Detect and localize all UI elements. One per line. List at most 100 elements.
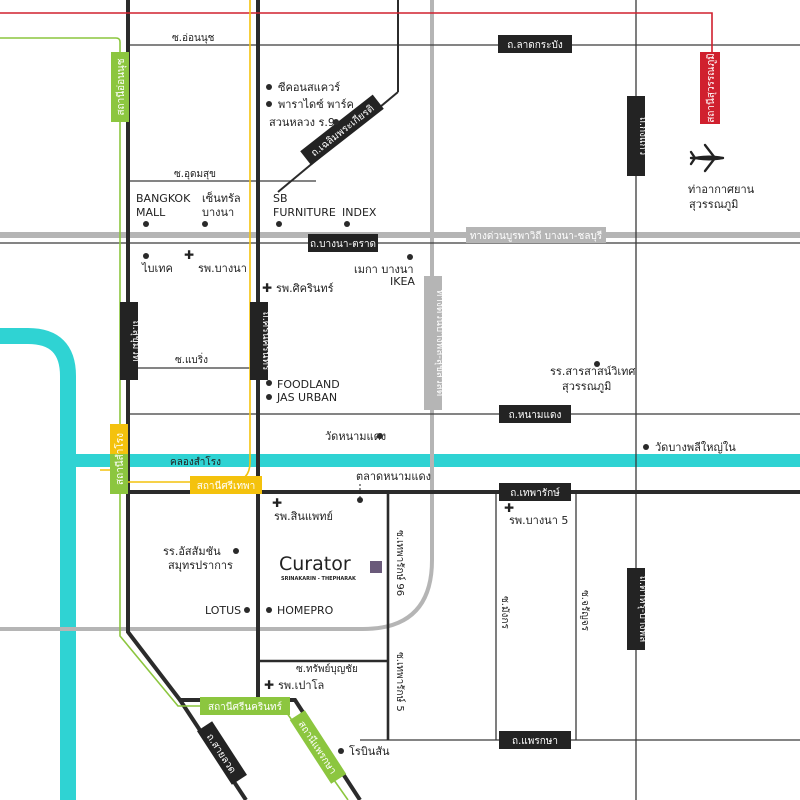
chinna-chot-label: ซ.จรัญจร [579,590,590,632]
paradise-park-label: พาราไดซ์ พาร์ค [278,98,354,111]
seacon-square-label: ซีคอนสแควร์ [278,81,340,94]
bangkok-mall-label-1: BANGKOK [136,192,191,205]
homepro-label: HOMEPRO [277,604,334,617]
srinakarin-station-box [200,697,290,715]
location-dot-icon [233,548,239,554]
sukhumvit-label-box [120,302,138,380]
sai-luat-label-box [197,721,247,785]
suvarnabhumi-station-label: สถานีสุวรรณภูมิ [705,53,717,123]
samitivej-hospital-label: รพ.สินแพทย์ [274,510,333,523]
chaloem-phrakiat-label-box [300,94,384,166]
king-kaeo-bangphli-label: ถ.ต้ำหรุ-บางพลี [637,576,651,642]
location-dot-icon [594,361,600,367]
mangkon-label: ซ.มังกร [499,596,510,629]
airplane-icon [689,143,725,173]
project-subtitle: SRINAKARIN - THEPHARAK [281,576,357,582]
mega-bangna-label: เมกา บางนา [354,263,414,276]
bts-green-line [0,37,349,800]
location-dot-icon [143,221,149,227]
location-dot-icon [266,101,272,107]
lat-krabang-label-box [498,35,572,53]
baeng-soi-label: ซ.แบริ่ง [175,352,208,366]
on-nut-station-box [111,52,129,122]
airport-label-2: สุวรรณภูมิ [689,198,738,211]
project-logo: Curator SRINAKARIN - THEPHARAK [279,553,382,582]
burapha-label-box [466,227,606,243]
burapha-withi-expressway [0,232,800,238]
kanchanaphisek-label: ทางด่วนบางพลี-สุขสวัสดิ์ [434,290,448,398]
location-dot-icon [202,221,208,227]
phraeksa-station-label: สถานีแพรกษา [295,719,338,777]
robinson-label: โรบินสัน [349,744,390,758]
phraeksa-label: ถ.แพรกษา [512,736,558,747]
location-dot-icon [357,497,363,503]
suvarnabhumi-station-box [700,52,720,124]
location-dot-icon [338,748,344,754]
hospital-cross-icon: ✚ [184,248,194,262]
king-kaeo-label-box [627,96,645,176]
location-dot-icon [643,444,649,450]
suan-luang-label: สวนหลวง ร.9 [269,116,335,129]
school-suvarnabhumi-label-1: รร.สารสาสน์วิเทศ [550,365,635,378]
srinakarin-label: ถ.ศรีนครินทร์ [260,312,272,371]
project-logo-square [370,561,382,573]
location-dot-icon [266,607,272,613]
nam-daeng-market-label: ตลาดหนามแดง [356,470,431,483]
location-dot-icon [143,253,149,259]
location-dot-icon [333,119,339,125]
lat-krabang-label: ถ.ลาดกระบัง [507,40,563,51]
si-thepha-station-label: สถานีศรีเทพา [197,480,256,492]
sb-furniture-label-2: FURNITURE [273,206,336,219]
location-dot-icon [266,380,272,386]
bangkok-mall-label-2: MALL [136,206,166,219]
bangna-hospital-label: รพ.บางนา [198,262,247,275]
samrong-station-box-yellow [110,424,128,454]
arl-red-line [0,12,713,55]
srinakarin-label-box [250,302,268,380]
hospital-cross-icon: ✚ [264,678,274,692]
samrong-station-label: สถานีสำโรง [113,433,126,485]
udomsuk-soi-label: ซ.อุดมสุข [174,169,216,180]
theparak-label: ถ.เทพารักษ์ [510,487,560,499]
nam-daeng-label: ถ.หนามแดง [509,410,562,421]
assumption-label-1: รร.อัสสัมชัน [163,545,221,558]
location-dot-icon [266,84,272,90]
yellow-line [128,0,251,483]
on-nut-soi-label: ซ.อ่อนนุช [172,33,215,44]
hospital-cross-icon: ✚ [262,281,272,295]
si-thepha-station-box [190,476,262,494]
index-label: INDEX [342,206,377,219]
nam-daeng-label-box [499,405,571,423]
bangna5-hospital-label: รพ.บางนา 5 [509,514,568,527]
central-bangna-label-1: เซ็นทรัล [202,191,241,205]
burapha-label: ทางด่วนบูรพาวิถี บางนา-ชลบุรี [470,230,603,242]
kanchanaphisek-label-box [424,276,442,410]
location-dot-icon [266,394,272,400]
location-dot-icon [276,221,282,227]
location-dot-icon [377,433,383,439]
bitec-label: ไบเทค [141,262,173,275]
school-suvarnabhumi-label-2: สุวรรณภูมิ [562,380,611,393]
wat-nam-daeng-label: วัดหนามแดง [325,430,386,443]
hospital-cross-icon: ✚ [272,496,282,510]
kanchanaphisek-expressway [0,0,434,631]
sukhumvit-label: ถ.สุขุมวิท [130,321,141,362]
assumption-label-2: สมุทรปราการ [168,559,233,572]
ikea-label: IKEA [390,275,415,288]
location-dot-icon [244,607,250,613]
wat-bang-phli-yai-label: วัดบางพลีใหญ่ใน [655,441,736,454]
theparak-5-label: ซ.เทพารักษ์ 5 [394,652,406,712]
samrong-canal-label: คลองสำโรง [170,455,221,468]
phraeksa-station-box [289,710,347,784]
king-kaeo-bangphli-label-box [627,568,645,650]
bangna-trat-label: ถ.บางนา-ตราด [310,239,376,250]
bangna-trat-label-box [308,234,378,252]
lotus-label: LOTUS [205,604,241,617]
theparak-label-box [499,483,571,501]
airport-label-1: ท่าอากาศยาน [688,183,755,196]
theparak-96-label: ซ.เทพารักษ์ 96 [394,530,406,596]
jas-urban-label: JAS URBAN [276,391,337,404]
central-bangna-label-2: บางนา [202,206,234,219]
location-dot-icon [407,254,413,260]
